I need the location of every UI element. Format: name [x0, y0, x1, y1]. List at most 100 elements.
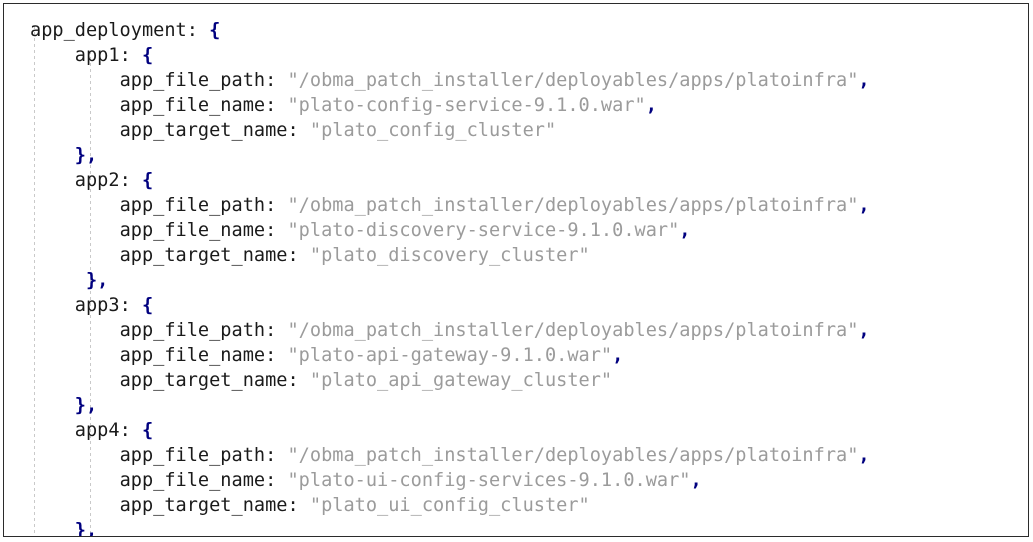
indent-whitespace — [30, 120, 120, 141]
code-line[interactable]: app_file_path: "/obma_patch_installer/de… — [4, 68, 1028, 93]
code-token-separator: : — [265, 470, 288, 491]
code-token-key: app_target_name — [119, 495, 288, 516]
code-line[interactable]: }, — [4, 393, 1028, 418]
code-line-list: app_deployment: { app1: { app_file_path:… — [4, 4, 1028, 536]
indent-whitespace — [30, 70, 120, 91]
indent-whitespace — [30, 495, 120, 516]
code-line[interactable]: }, — [4, 143, 1028, 168]
code-line[interactable]: app_file_path: "/obma_patch_installer/de… — [4, 443, 1028, 468]
code-token-key: app_deployment — [30, 20, 187, 41]
code-token-string-value: "plato_api_gateway_cluster" — [309, 370, 613, 391]
code-token-key: app2 — [74, 170, 120, 191]
indent-whitespace — [30, 370, 120, 391]
code-line[interactable]: app_target_name: "plato_config_cluster" — [4, 118, 1028, 143]
indent-guide-level-1 — [34, 26, 35, 536]
code-editor-panel[interactable]: app_deployment: { app1: { app_file_path:… — [3, 3, 1029, 537]
code-token-punctuation: , — [612, 345, 624, 366]
code-line[interactable]: app_file_name: "plato-config-service-9.1… — [4, 93, 1028, 118]
code-line[interactable]: app1: { — [4, 43, 1028, 68]
code-token-punctuation: }, — [74, 520, 98, 537]
code-token-key: app_target_name — [119, 245, 288, 266]
code-token-key: app_file_path — [119, 70, 266, 91]
indent-whitespace — [30, 345, 120, 366]
code-line[interactable]: app2: { — [4, 168, 1028, 193]
indent-whitespace — [30, 520, 75, 536]
indent-whitespace — [30, 95, 120, 116]
code-token-punctuation: , — [690, 470, 702, 491]
code-token-separator: : — [119, 170, 142, 191]
indent-guide-level-2 — [90, 51, 91, 536]
code-token-punctuation: { — [141, 295, 154, 316]
indent-whitespace — [30, 270, 75, 291]
code-token-string-value: "plato_config_cluster" — [309, 120, 557, 141]
code-line[interactable]: app3: { — [4, 293, 1028, 318]
code-token-key: app_target_name — [119, 370, 288, 391]
code-token-separator: : — [265, 345, 288, 366]
code-token-separator: : — [265, 320, 288, 341]
code-token-separator: : — [287, 495, 310, 516]
code-token-key: app_file_name — [119, 95, 266, 116]
indent-whitespace — [30, 45, 75, 66]
code-line[interactable]: }, — [4, 518, 1028, 537]
code-token-key: app1 — [74, 45, 120, 66]
code-token-separator: : — [265, 70, 288, 91]
code-token-separator: : — [287, 370, 310, 391]
code-token-punctuation: }, — [74, 270, 109, 291]
code-token-punctuation: }, — [74, 395, 98, 416]
code-token-string-value: "plato_ui_config_cluster" — [309, 495, 590, 516]
code-token-string-value: "plato-config-service-9.1.0.war" — [287, 95, 646, 116]
code-token-punctuation: , — [858, 445, 870, 466]
code-token-string-value: "plato-ui-config-services-9.1.0.war" — [287, 470, 691, 491]
code-line[interactable]: app_file_name: "plato-api-gateway-9.1.0.… — [4, 343, 1028, 368]
code-token-separator: : — [119, 420, 142, 441]
code-token-key: app_file_path — [119, 195, 266, 216]
code-token-key: app_file_name — [119, 470, 266, 491]
code-line[interactable]: app4: { — [4, 418, 1028, 443]
code-token-key: app_file_path — [119, 445, 266, 466]
code-token-string-value: "/obma_patch_installer/deployables/apps/… — [287, 195, 859, 216]
code-line[interactable]: app_target_name: "plato_discovery_cluste… — [4, 243, 1028, 268]
code-token-string-value: "plato-discovery-service-9.1.0.war" — [287, 220, 680, 241]
code-token-punctuation: , — [858, 320, 870, 341]
indent-whitespace — [30, 420, 75, 441]
code-token-string-value: "plato_discovery_cluster" — [309, 245, 590, 266]
indent-whitespace — [30, 445, 120, 466]
code-line[interactable]: app_target_name: "plato_api_gateway_clus… — [4, 368, 1028, 393]
code-line[interactable]: }, — [4, 268, 1028, 293]
code-token-separator: : — [186, 20, 210, 41]
code-line[interactable]: app_file_path: "/obma_patch_installer/de… — [4, 318, 1028, 343]
code-token-separator: : — [265, 220, 288, 241]
code-line[interactable]: app_file_path: "/obma_patch_installer/de… — [4, 193, 1028, 218]
code-line[interactable]: app_file_name: "plato-ui-config-services… — [4, 468, 1028, 493]
code-token-punctuation: { — [141, 170, 154, 191]
code-token-punctuation: , — [679, 220, 691, 241]
code-token-key: app4 — [74, 420, 120, 441]
code-token-key: app_target_name — [119, 120, 288, 141]
code-token-separator: : — [119, 45, 142, 66]
code-line[interactable]: app_target_name: "plato_ui_config_cluste… — [4, 493, 1028, 518]
code-line[interactable]: app_file_name: "plato-discovery-service-… — [4, 218, 1028, 243]
indent-whitespace — [30, 145, 75, 166]
code-token-punctuation: }, — [74, 145, 98, 166]
indent-whitespace — [30, 220, 120, 241]
indent-whitespace — [30, 295, 75, 316]
code-token-separator: : — [287, 245, 310, 266]
indent-whitespace — [30, 195, 120, 216]
code-token-string-value: "/obma_patch_installer/deployables/apps/… — [287, 445, 859, 466]
code-token-punctuation: { — [209, 20, 221, 41]
indent-whitespace — [30, 320, 120, 341]
code-token-key: app_file_name — [119, 220, 266, 241]
code-token-key: app_file_path — [119, 320, 266, 341]
code-token-punctuation: , — [858, 195, 870, 216]
code-token-punctuation: , — [645, 95, 657, 116]
indent-whitespace — [30, 170, 75, 191]
code-token-separator: : — [119, 295, 142, 316]
indent-whitespace — [30, 245, 120, 266]
code-token-separator: : — [287, 120, 310, 141]
code-line[interactable]: app_deployment: { — [4, 18, 1028, 43]
code-token-string-value: "/obma_patch_installer/deployables/apps/… — [287, 70, 859, 91]
code-token-key: app3 — [74, 295, 120, 316]
code-token-punctuation: { — [141, 420, 154, 441]
code-token-key: app_file_name — [119, 345, 266, 366]
indent-whitespace — [30, 470, 120, 491]
